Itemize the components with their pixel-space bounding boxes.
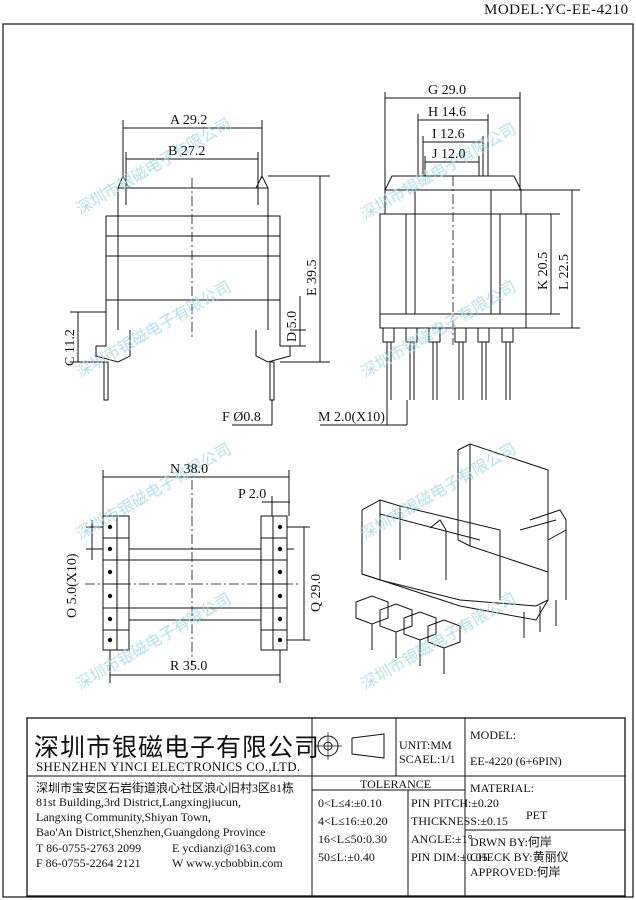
model-header: MODEL:YC-EE-4210 <box>484 2 629 18</box>
check-by: CHECK BY:黄丽仪 <box>470 850 569 864</box>
tolerance-row: 16<L≤50:0.30 <box>318 832 388 846</box>
company-name-en: SHENZHEN YINCI ELECTRONICS CO.,LTD. <box>36 759 301 774</box>
dim-f-label: F Ø0.8 <box>222 410 261 425</box>
dim-a-label: A 29.2 <box>170 113 207 128</box>
model-label: MODEL: <box>470 728 516 742</box>
bottom-view <box>85 470 310 683</box>
material-value: PET <box>526 808 548 822</box>
dim-p-label: P 2.0 <box>238 487 266 502</box>
address-en-line2: Langxing Community,Shiyan Town, <box>36 810 211 824</box>
watermark: 深圳市银磁电子有限公司 <box>358 589 520 693</box>
material-label: MATERIAL: <box>470 781 534 795</box>
watermark: 深圳市银磁电子有限公司 <box>358 439 520 543</box>
drawn-by: DRWN BY:何岸 <box>470 835 552 849</box>
approved-by: APPROVED:何岸 <box>470 865 561 879</box>
unit-label: UNIT:MM <box>399 738 452 752</box>
dim-m-label: M 2.0(X10) <box>318 410 385 425</box>
dim-r-label: R 35.0 <box>170 659 207 674</box>
tolerance-row: 0<L≤4:±0.10 <box>318 796 382 810</box>
dim-i-label: I 12.6 <box>432 127 465 142</box>
side-view <box>320 92 580 426</box>
front-view <box>70 120 330 426</box>
pin-tolerance-row: PIN DIM:±0.05 <box>411 850 488 864</box>
pin-tolerance-row: PIN PITCH:±0.20 <box>411 796 499 810</box>
dim-e-label: E 39.5 <box>305 259 320 296</box>
address-en-line1: 81st Building,3rd District,Langxingjiucu… <box>36 795 241 809</box>
scale-label: SCAEL:1/1 <box>399 752 456 766</box>
telephone: T 86-0755-2763 2099 <box>36 841 142 855</box>
watermark: 深圳市银磁电子有限公司 <box>73 589 235 693</box>
watermark: 深圳市银磁电子有限公司 <box>73 114 235 218</box>
watermark: 深圳市银磁电子有限公司 <box>358 277 520 381</box>
website: W www.ycbobbin.com <box>172 856 283 870</box>
dim-n-label: N 38.0 <box>170 462 208 477</box>
dim-d-label: D 5.0 <box>285 311 300 342</box>
model-value: EE-4220 (6+6PIN) <box>470 754 562 768</box>
dim-o-label: O 5.0(X10) <box>65 553 80 618</box>
address-cn: 深圳市宝安区石岩街道浪心社区浪心旧村3区81栋 <box>36 781 295 795</box>
email: E ycdianzi@163.com <box>172 841 276 855</box>
pin-tolerance-row: THICKNESS:±0.15 <box>411 814 508 828</box>
dim-g-label: G 29.0 <box>428 83 466 98</box>
fax: F 86-0755-2264 2121 <box>36 856 141 870</box>
dim-q-label: Q 29.0 <box>309 574 324 612</box>
pin-tolerance-row: ANGLE:±1° <box>411 832 473 846</box>
title-block-grid <box>26 717 626 897</box>
address-en-line3: Bao'An District,Shenzhen,Guangdong Provi… <box>36 825 266 839</box>
watermark-group: 深圳市银磁电子有限公司 深圳市银磁电子有限公司 深圳市银磁电子有限公司 深圳市银… <box>73 114 520 693</box>
dim-b-label: B 27.2 <box>168 144 205 159</box>
tolerance-row: 4<L≤16:±0.20 <box>318 814 388 828</box>
dim-c-label: C 11.2 <box>63 329 78 366</box>
dim-k-label: K 20.5 <box>536 252 551 290</box>
company-name-cn: 深圳市银磁电子有限公司 <box>34 733 321 762</box>
dim-l-label: L 22.5 <box>557 254 572 290</box>
watermark: 深圳市银磁电子有限公司 <box>73 439 235 543</box>
dim-j-label: J 12.0 <box>432 147 465 162</box>
isometric-view <box>355 443 567 674</box>
dim-h-label: H 14.6 <box>428 105 466 120</box>
watermark: 深圳市银磁电子有限公司 <box>73 277 235 381</box>
tolerance-label: TOLERANCE <box>360 777 432 791</box>
tolerance-row: 50≤L:±0.40 <box>318 850 375 864</box>
